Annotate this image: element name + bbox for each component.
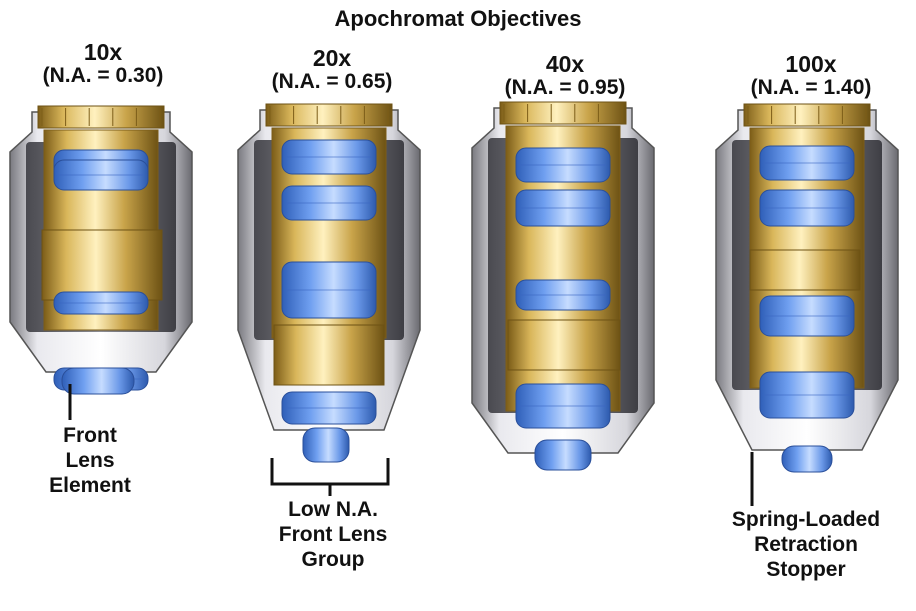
objective-20x-spacer-tube — [273, 324, 385, 386]
objective-20x-cutaway — [237, 103, 421, 463]
objective-40x-thread-collar — [499, 101, 627, 125]
objective-20x-front-lens — [302, 427, 350, 463]
objective-10x-na: (N.A. = 0.30) — [42, 64, 164, 87]
front-lens-callout-line-3: Element — [49, 474, 131, 497]
objective-40x-na: (N.A. = 0.95) — [504, 76, 626, 99]
spring-callout-line-3: Stopper — [766, 558, 846, 581]
objective-100x-magnification: 100x — [785, 51, 837, 77]
objective-40x-front-lens — [534, 439, 592, 471]
low-na-callout-line-2: Front Lens — [278, 523, 388, 546]
front-lens-callout-line-1: Front — [63, 424, 117, 447]
objective-20x-na: (N.A. = 0.65) — [271, 70, 393, 93]
objective-100x-na: (N.A. = 1.40) — [750, 76, 872, 99]
spring-callout-line-1: Spring-Loaded — [731, 508, 881, 531]
objective-10x-thread-collar — [37, 105, 165, 129]
objective-10x-magnification: 10x — [83, 39, 123, 65]
low-na-callout-line-3: Group — [301, 548, 365, 571]
front-lens-callout-line-2: Lens — [65, 449, 115, 472]
page-title: Apochromat Objectives — [334, 6, 582, 31]
objective-100x-front-lens — [781, 445, 833, 473]
objective-10x-spacer-tube — [41, 229, 163, 301]
objective-100x-cutaway — [715, 103, 899, 473]
objective-100x-thread-collar — [743, 103, 871, 127]
objective-40x-cutaway — [471, 101, 655, 471]
objective-100x-spacer-tube — [749, 249, 861, 291]
spring-callout-line-2: Retraction — [754, 533, 858, 556]
objective-40x-spacer-tube — [507, 319, 621, 371]
objective-20x-magnification: 20x — [312, 45, 352, 71]
objective-20x-thread-collar — [265, 103, 393, 127]
objective-10x-front-lens — [61, 367, 135, 395]
objective-40x-magnification: 40x — [545, 51, 585, 77]
low-na-callout-line-1: Low N.A. — [288, 498, 378, 521]
objective-10x-cutaway — [9, 105, 193, 395]
